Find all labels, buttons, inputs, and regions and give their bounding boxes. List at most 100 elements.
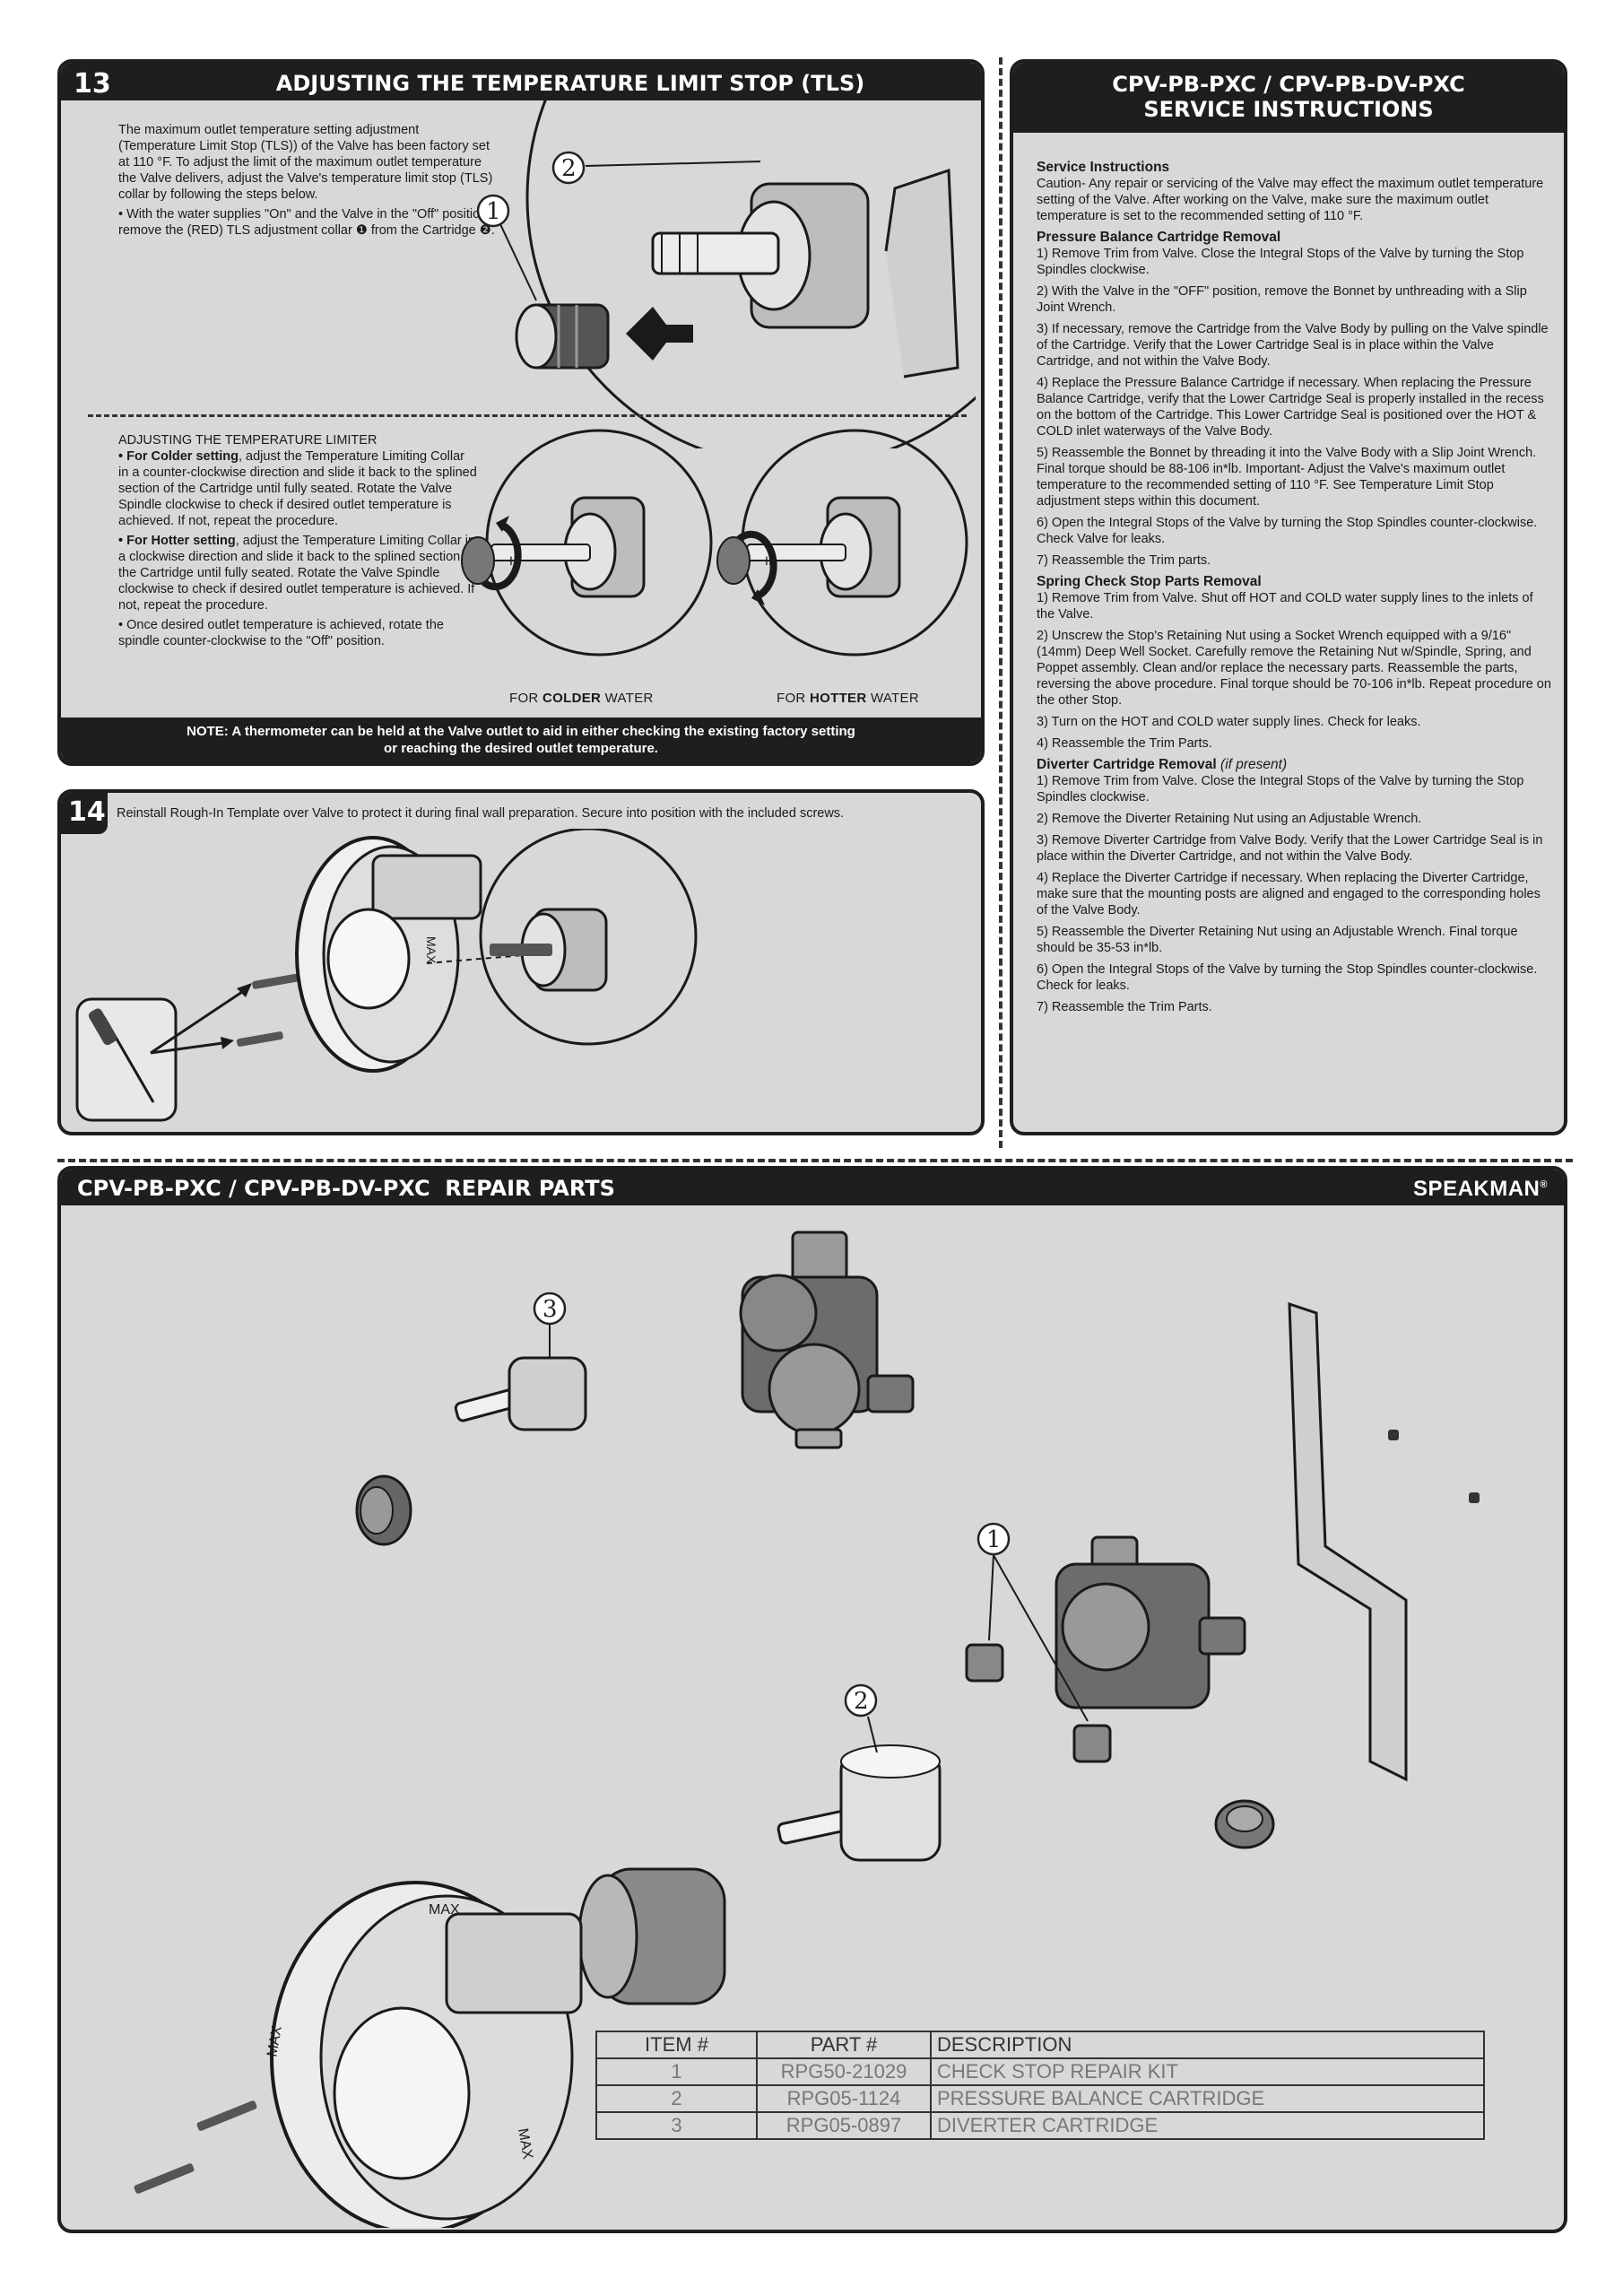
template-screws (134, 2100, 257, 2194)
bullet-remove-collar: • With the water supplies "On" and the V… (118, 207, 495, 238)
callout-3-circle (533, 1292, 567, 1326)
diverter-cartridge: 3 (454, 1292, 587, 1431)
repair-parts-table: ITEM # PART # DESCRIPTION 1 RPG50-21029 … (595, 2031, 1485, 2140)
callout-3-label: 3 (542, 1296, 558, 1323)
tls-collar-removal-illustration: 1 2 (476, 99, 976, 448)
note-line-2: or reaching the desired outlet temperatu… (384, 741, 658, 756)
service-step: 7) Reassemble the Trim Parts. (1037, 1000, 1212, 1014)
diverter-nut (355, 1474, 412, 1546)
service-step: 2) Remove the Diverter Retaining Nut usi… (1037, 812, 1422, 826)
step-13-title: ADJUSTING THE TEMPERATURE LIMIT STOP (TL… (275, 71, 865, 96)
table-row: 2 RPG05-1124 PRESSURE BALANCE CARTRIDGE (595, 2084, 1485, 2113)
step-14-text: Reinstall Rough-In Template over Valve t… (117, 806, 845, 821)
vertical-divider (999, 57, 1002, 1148)
speakman-logo: SPEAKMAN® (1413, 1177, 1548, 1201)
step-13-intro: The maximum outlet temperature setting a… (118, 122, 495, 239)
hotter-caption: FOR HOTTER WATER (777, 691, 919, 706)
cell-part: RPG50-21029 (756, 2057, 932, 2086)
hotter-setting: • For Hotter setting, adjust the Tempera… (118, 534, 476, 613)
colder-water-illustration: I (461, 429, 713, 657)
service-step: 5) Reassemble the Bonnet by threading it… (1037, 446, 1537, 509)
cell-item: 1 (595, 2057, 758, 2086)
service-step: 6) Open the Integral Stops of the Valve … (1037, 516, 1538, 546)
service-step: 1) Remove Trim from Valve. Close the Int… (1037, 247, 1524, 277)
step-14-number: 14 (68, 796, 106, 828)
service-step: 3) Remove Diverter Cartridge from Valve … (1037, 833, 1543, 864)
cell-description: CHECK STOP REPAIR KIT (930, 2057, 1485, 2086)
template-max-label-top: MAX (429, 1902, 460, 1918)
cell-description: DIVERTER CARTRIDGE (930, 2111, 1485, 2140)
section-heading: Pressure Balance Cartridge Removal (1037, 230, 1281, 245)
step-13-number: 13 (74, 68, 111, 100)
cell-item: 3 (595, 2111, 758, 2140)
service-step: 3) Turn on the HOT and COLD water supply… (1037, 715, 1421, 729)
service-step: 3) If necessary, remove the Cartridge fr… (1037, 322, 1549, 369)
service-header: CPV-PB-PXC / CPV-PB-DV-PXC SERVICE INSTR… (1013, 63, 1564, 133)
valve-body-upper (739, 1231, 915, 1449)
rough-in-template-illustration: MAX (75, 829, 698, 1122)
service-step: 1) Remove Trim from Valve. Close the Int… (1037, 774, 1524, 804)
callout-2-label: 2 (854, 1688, 869, 1715)
header-item: ITEM # (595, 2031, 758, 2059)
table-row: 3 RPG05-0897 DIVERTER CARTRIDGE (595, 2111, 1485, 2140)
service-step: 4) Replace the Diverter Cartridge if nec… (1037, 871, 1541, 918)
bonnet (577, 1867, 726, 2005)
cell-part: RPG05-0897 (756, 2111, 932, 2140)
service-step: 6) Open the Integral Stops of the Valve … (1037, 962, 1538, 993)
cell-description: PRESSURE BALANCE CARTRIDGE (930, 2084, 1485, 2113)
template-max-label-right: MAX (515, 2127, 535, 2161)
service-title-line-2: SERVICE INSTRUCTIONS (1143, 97, 1434, 122)
header-part: PART # (756, 2031, 932, 2059)
retaining-nut (1214, 1799, 1275, 1849)
valve-body-lower (1055, 1535, 1246, 1709)
template-max-label: MAX (424, 936, 438, 964)
section-heading: Spring Check Stop Parts Removal (1037, 574, 1262, 589)
callout-2-circle (551, 151, 586, 185)
note-line-1: NOTE: A thermometer can be held at the V… (187, 724, 855, 739)
bullet-final: • Once desired outlet temperature is ach… (118, 618, 444, 648)
step-13-dashed-separator (88, 414, 967, 417)
callout-1-circle (476, 194, 510, 228)
service-caution: Caution- Any repair or servicing of the … (1037, 177, 1544, 223)
step-14-number-box: 14 (61, 793, 108, 834)
step-13-panel: 13 ADJUSTING THE TEMPERATURE LIMIT STOP … (57, 59, 985, 766)
check-stop-repair-kit: 1 (965, 1522, 1112, 1763)
mounting-bracket (1288, 1301, 1480, 1782)
rough-in-template: MAX MAX MAX (265, 1881, 583, 2228)
section-heading: Diverter Cartridge Removal (if present) (1037, 757, 1288, 772)
step-14-panel: 14 Reinstall Rough-In Template over Valv… (57, 789, 985, 1135)
step-13-header: 13 ADJUSTING THE TEMPERATURE LIMIT STOP … (61, 63, 981, 100)
hotter-limit-mark: II (765, 553, 772, 568)
cell-part: RPG05-1124 (756, 2084, 932, 2113)
exploded-parts-diagram: 3 1 (134, 1231, 1480, 2228)
callout-1-label: 1 (986, 1526, 1002, 1553)
pressure-balance-cartridge: 2 (777, 1683, 942, 1862)
colder-setting: • For Colder setting, adjust the Tempera… (118, 449, 477, 528)
table-row: 1 RPG50-21029 CHECK STOP REPAIR KIT (595, 2057, 1485, 2086)
service-step: 4) Reassemble the Trim Parts. (1037, 736, 1212, 751)
horizontal-divider (57, 1159, 1573, 1162)
service-step: 2) With the Valve in the "OFF" position,… (1037, 284, 1527, 315)
callout-2-label: 2 (561, 155, 577, 182)
table-header-row: ITEM # PART # DESCRIPTION (595, 2031, 1485, 2059)
service-step: 2) Unscrew the Stop's Retaining Nut usin… (1037, 629, 1551, 708)
intro-text: The maximum outlet temperature setting a… (118, 123, 493, 202)
limiter-heading: ADJUSTING THE TEMPERATURE LIMITER (118, 433, 378, 448)
repair-header: CPV-PB-PXC / CPV-PB-DV-PXC REPAIR PARTS … (61, 1170, 1564, 1205)
callout-1-circle (976, 1522, 1011, 1556)
service-step: 1) Remove Trim from Valve. Shut off HOT … (1037, 591, 1533, 622)
thermometer-note: NOTE: A thermometer can be held at the V… (61, 718, 981, 762)
service-step: 4) Replace the Pressure Balance Cartridg… (1037, 376, 1544, 439)
cell-item: 2 (595, 2084, 758, 2113)
callout-2-circle (844, 1683, 878, 1718)
hotter-water-illustration: II (716, 429, 968, 657)
colder-caption: FOR COLDER WATER (509, 691, 654, 706)
service-instructions-panel: CPV-PB-PXC / CPV-PB-DV-PXC SERVICE INSTR… (1010, 59, 1567, 1135)
service-step: 7) Reassemble the Trim parts. (1037, 553, 1211, 568)
callout-1-label: 1 (486, 198, 501, 225)
section-heading: Service Instructions (1037, 160, 1170, 175)
repair-parts-panel: CPV-PB-PXC / CPV-PB-DV-PXC REPAIR PARTS … (57, 1166, 1567, 2233)
service-body: Service Instructions Caution- Any repair… (1037, 154, 1552, 1021)
repair-title: CPV-PB-PXC / CPV-PB-DV-PXC REPAIR PARTS (77, 1176, 615, 1201)
service-step: 5) Reassemble the Diverter Retaining Nut… (1037, 925, 1518, 955)
